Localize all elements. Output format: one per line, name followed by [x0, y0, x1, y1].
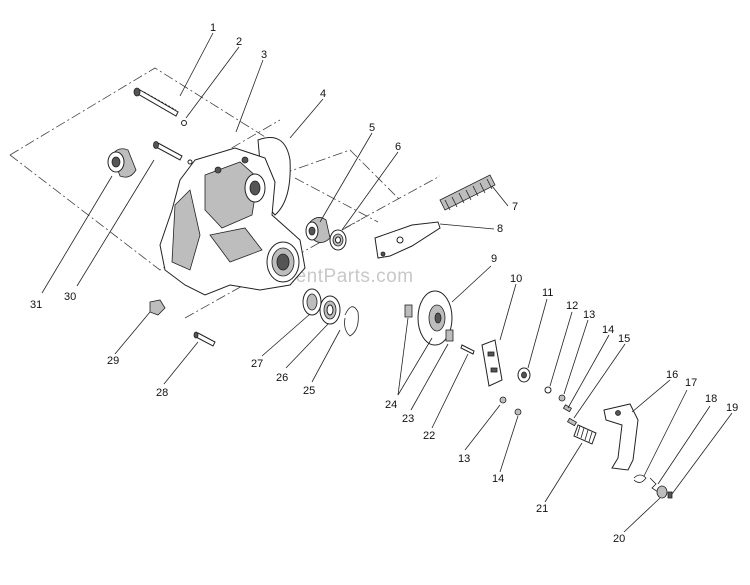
part-20-washer [656, 485, 668, 499]
callout-12: 12 [566, 300, 578, 312]
callout-15: 15 [618, 333, 630, 345]
part-8-plate [374, 221, 441, 259]
part-26-bearing [319, 295, 341, 325]
callout-14-lower: 14 [492, 473, 504, 485]
part-31-bushing [107, 148, 137, 178]
part-19-pin [667, 491, 673, 499]
part-5-bushing [305, 217, 331, 243]
callout-30: 30 [64, 291, 76, 303]
callout-8: 8 [497, 223, 503, 235]
part-14-pin-upper [562, 404, 573, 413]
part-25-snap-ring [344, 306, 359, 337]
part-23-key [445, 329, 454, 342]
callout-4: 4 [320, 88, 326, 100]
part-30-screw [153, 141, 193, 165]
callout-24: 24 [385, 399, 397, 411]
callout-21: 21 [536, 503, 548, 515]
part-22-pin [460, 344, 475, 355]
callout-18: 18 [705, 393, 717, 405]
callout-5: 5 [369, 122, 375, 134]
callout-19: 19 [726, 402, 738, 414]
part-7-spring [439, 174, 496, 211]
part-9-disc [417, 290, 453, 346]
part-13-nut-upper [558, 394, 566, 402]
part-18-spring [649, 477, 659, 493]
part-21-spring [573, 424, 597, 445]
callout-1: 1 [210, 22, 216, 34]
callout-13-upper: 13 [583, 309, 595, 321]
callout-29: 29 [107, 355, 119, 367]
callout-16: 16 [666, 369, 678, 381]
part-28-screw [193, 331, 216, 347]
callout-25: 25 [303, 385, 315, 397]
callout-9: 9 [491, 253, 497, 265]
callout-14-upper: 14 [602, 324, 614, 336]
part-15-pin [566, 417, 578, 427]
callout-22: 22 [423, 430, 435, 442]
part-2-washer [181, 120, 187, 126]
part-24-key [404, 304, 413, 318]
part-16-lever [603, 403, 639, 471]
part-27-seal [302, 288, 322, 316]
callout-31: 31 [30, 299, 42, 311]
callout-10: 10 [510, 273, 522, 285]
part-13-nut-lower [499, 396, 507, 404]
callout-11: 11 [542, 287, 553, 299]
callout-13-lower: 13 [458, 453, 470, 465]
part-17-clip [633, 474, 647, 483]
part-3-housing [159, 147, 306, 296]
callout-26: 26 [276, 372, 288, 384]
callout-17: 17 [685, 377, 697, 389]
callout-27: 27 [251, 358, 263, 370]
callout-numbers: 1 2 3 4 5 6 7 8 9 10 11 12 13 14 15 13 1… [30, 22, 738, 545]
part-29-nut [149, 299, 166, 316]
part-11-roller [517, 367, 531, 383]
callout-7: 7 [512, 201, 518, 213]
part-14-nut-lower [514, 408, 522, 416]
callout-3: 3 [261, 49, 267, 61]
part-1-bolt [133, 87, 179, 117]
callout-2: 2 [236, 36, 242, 48]
callout-leader-lines [41, 32, 733, 533]
callout-28: 28 [156, 387, 168, 399]
callout-23: 23 [402, 413, 414, 425]
callout-6: 6 [395, 141, 401, 153]
part-12-washer [544, 386, 552, 394]
callout-20: 20 [613, 533, 625, 545]
part-6-bearing [329, 229, 347, 251]
part-10-latch [481, 339, 503, 387]
